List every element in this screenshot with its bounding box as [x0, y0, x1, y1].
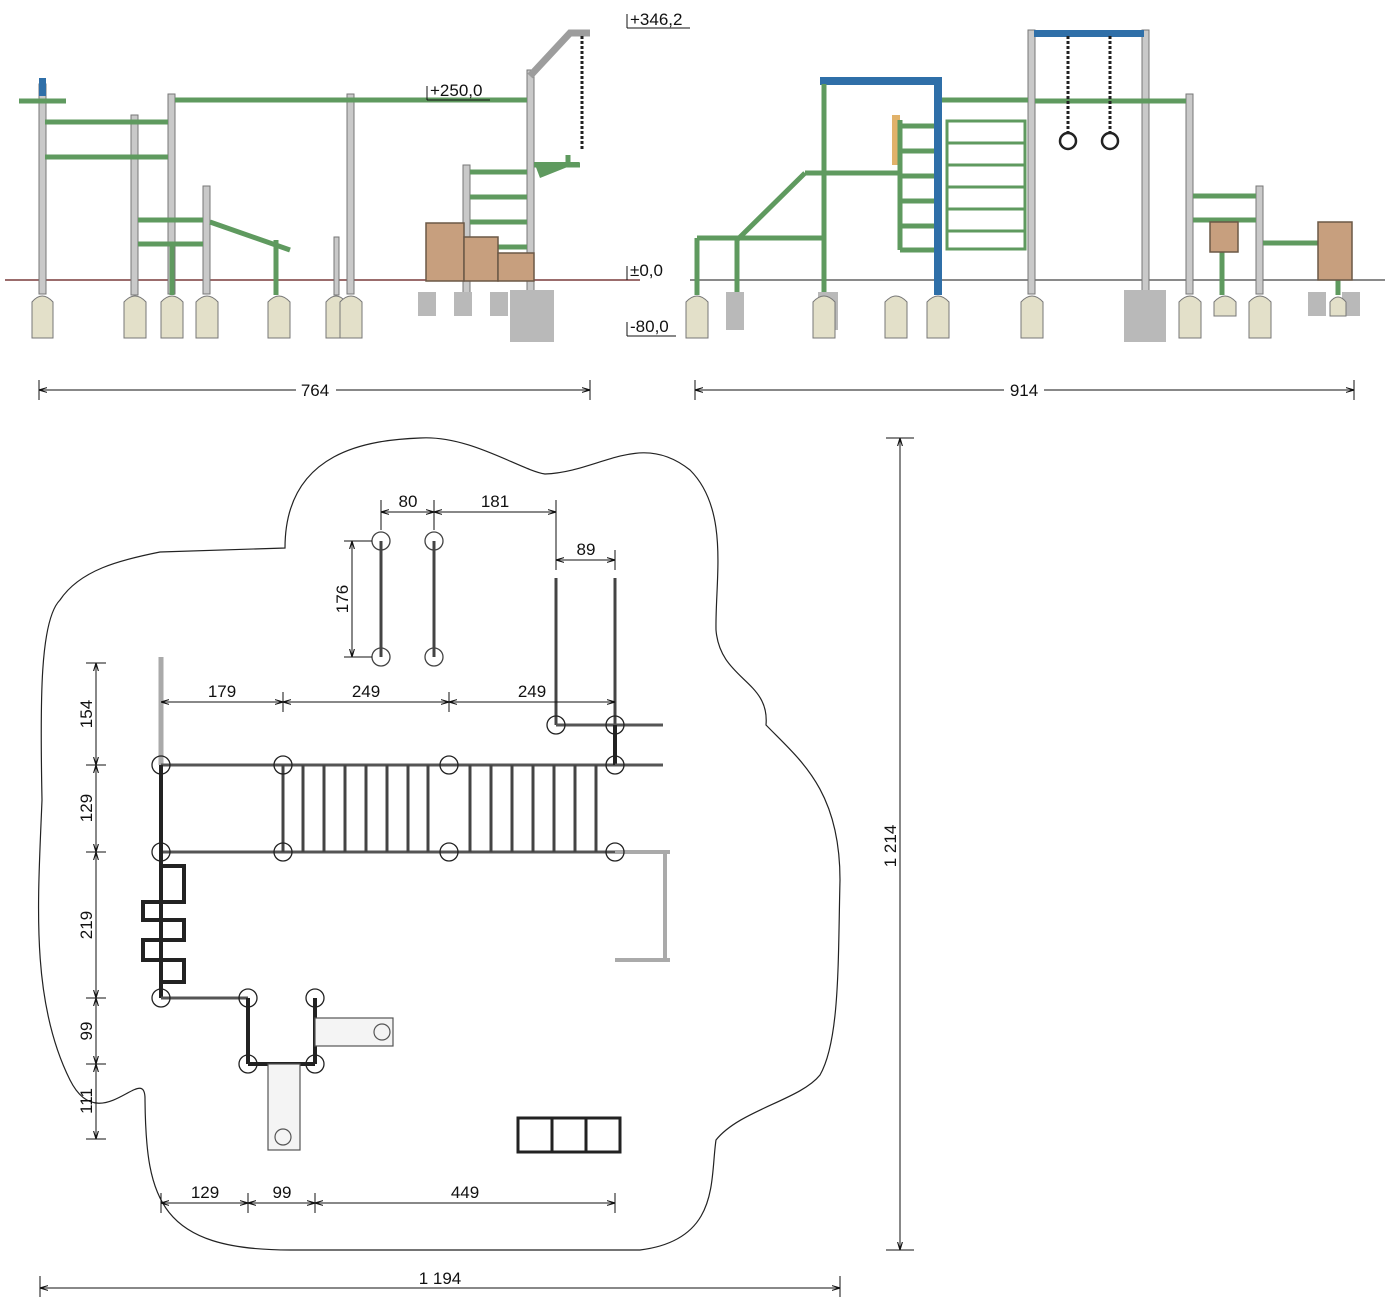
posts-right [1027, 29, 1264, 295]
ladder-rungs [281, 765, 598, 852]
plan-dimension-labels: 80 181 176 89 179 249 249 154 129 219 99… [77, 492, 900, 1288]
dim-row-249a: 249 [352, 682, 380, 701]
elevation-dimensions: 764 914 [38, 380, 1355, 400]
plan-overall-width: 1 194 [419, 1269, 462, 1288]
dim-left-129: 129 [77, 794, 96, 822]
plan-dimensions [39, 437, 914, 1297]
blue-beam-top [1034, 30, 1144, 37]
rope-arm [527, 29, 590, 79]
level-beam: +250,0 [430, 81, 482, 100]
parallel-bars [371, 531, 617, 725]
plan-view [37, 437, 841, 1251]
dim-bottom-129: 129 [191, 1183, 219, 1202]
benches [267, 1017, 394, 1151]
level-ground: ±0,0 [630, 261, 663, 280]
dim-top-181: 181 [481, 492, 509, 511]
blue-post [934, 80, 942, 295]
dim-bottom-449: 449 [451, 1183, 479, 1202]
concrete-blocks [418, 290, 554, 342]
wooden-boxes [425, 222, 535, 282]
post-circles [151, 715, 625, 1074]
main-frame [158, 657, 670, 1066]
level-markers: +346,2 +250,0 ±0,0 -80,0 [426, 10, 690, 337]
dim-left-154: 154 [77, 700, 96, 728]
step-platform [534, 162, 580, 178]
plan-overall-height: 1 214 [881, 825, 900, 868]
zigzag-bar [141, 864, 186, 984]
step-boxes [516, 1116, 622, 1154]
dim-left-176: 176 [333, 585, 352, 613]
ladder-wall [945, 119, 1027, 251]
wood-handle [892, 115, 900, 165]
dim-left-99: 99 [77, 1022, 96, 1041]
blue-beam-left [820, 77, 942, 85]
dim-row-249b: 249 [518, 682, 546, 701]
dim-top-80: 80 [399, 492, 418, 511]
post-cap-blue [39, 78, 46, 96]
footings [31, 295, 363, 339]
green-frame-right [694, 84, 1341, 295]
elevation-left-width: 764 [301, 381, 329, 400]
footings-right [685, 295, 1347, 339]
gym-rings [1058, 36, 1120, 151]
elevation-left [5, 29, 640, 342]
dim-bottom-99: 99 [273, 1183, 292, 1202]
elevation-right-width: 914 [1010, 381, 1038, 400]
safety-zone-outline [37, 437, 841, 1251]
wooden-boxes-right [1209, 221, 1353, 281]
dim-left-111: 111 [77, 1088, 96, 1114]
level-foundation: -80,0 [630, 317, 669, 336]
elevation-right [685, 29, 1385, 342]
dim-row-179: 179 [208, 682, 236, 701]
level-top: +346,2 [630, 10, 682, 29]
dim-left-219: 219 [77, 911, 96, 939]
dim-right-89: 89 [577, 540, 596, 559]
